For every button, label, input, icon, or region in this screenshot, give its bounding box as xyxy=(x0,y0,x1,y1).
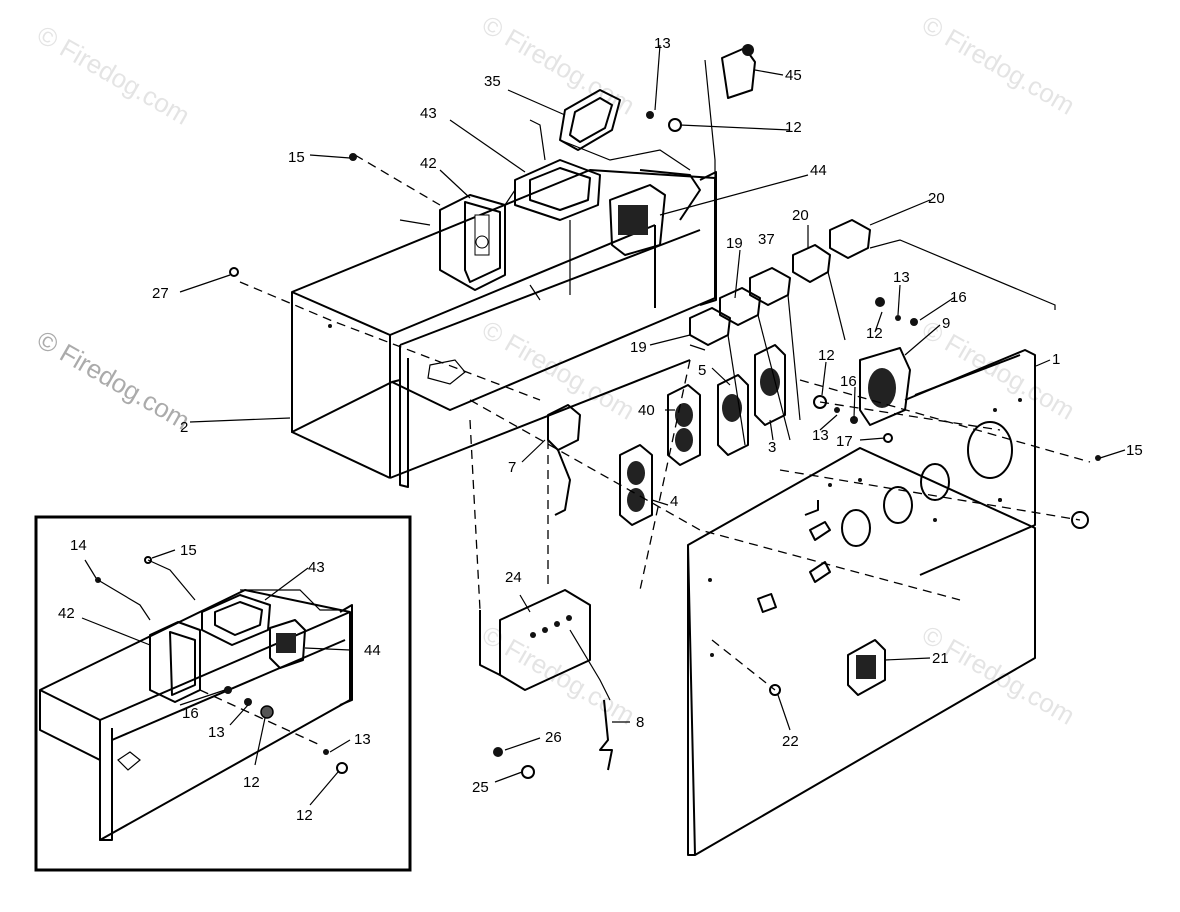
front-panel xyxy=(687,447,1036,856)
inset-detail: 14 15 42 43 44 16 13 12 13 12 xyxy=(34,515,412,872)
callout-22: 22 xyxy=(782,733,799,750)
inset-callout-13: 13 xyxy=(208,724,225,741)
watermark: © Firedog.com xyxy=(32,324,195,435)
callout-15: 15 xyxy=(288,149,305,166)
component-44 xyxy=(609,169,701,256)
callout-7: 7 xyxy=(508,459,516,476)
callout-13: 13 xyxy=(893,269,910,286)
callout-12: 12 xyxy=(866,325,883,342)
board-part-24 xyxy=(479,589,611,701)
inset-callout-12: 12 xyxy=(243,774,260,791)
inset-callout-16: 16 xyxy=(182,705,199,722)
callout-19: 19 xyxy=(726,235,743,252)
inset-callout-12: 12 xyxy=(296,807,313,824)
leader-lines xyxy=(179,44,1126,783)
callout-1: 1 xyxy=(1052,351,1060,368)
inset-callout-44: 44 xyxy=(364,642,381,659)
callout-26: 26 xyxy=(545,729,562,746)
watermark: © Firedog.com xyxy=(32,19,195,130)
component-42 xyxy=(439,194,506,291)
callout-4: 4 xyxy=(670,493,678,510)
callout-25: 25 xyxy=(472,779,489,796)
callout-45: 45 xyxy=(785,67,802,84)
watermark: © Firedog.com xyxy=(477,9,640,120)
wiring xyxy=(239,59,716,401)
inset-callout-13: 13 xyxy=(354,731,371,748)
switch-part-21 xyxy=(847,639,886,696)
callout-16: 16 xyxy=(840,373,857,390)
callout-24: 24 xyxy=(505,569,522,586)
callout-20: 20 xyxy=(792,207,809,224)
plugs xyxy=(689,219,1056,446)
probe-part-8 xyxy=(599,699,613,771)
callout-8: 8 xyxy=(636,714,644,731)
callout-16: 16 xyxy=(950,289,967,306)
callout-12: 12 xyxy=(818,347,835,364)
callout-44: 44 xyxy=(810,162,827,179)
part-9 xyxy=(859,347,911,426)
watermark: © Firedog.com xyxy=(917,9,1080,120)
housing-part-2 xyxy=(291,169,717,488)
hardware xyxy=(229,111,1101,779)
callout-13: 13 xyxy=(654,35,671,52)
component-43 xyxy=(514,159,601,221)
callout-2: 2 xyxy=(180,419,188,436)
callout-40: 40 xyxy=(638,402,655,419)
callout-17: 17 xyxy=(836,433,853,450)
callout-19: 19 xyxy=(630,339,647,356)
inset-callout-15: 15 xyxy=(180,542,197,559)
callout-9: 9 xyxy=(942,315,950,332)
callout-20: 20 xyxy=(928,190,945,207)
callout-5: 5 xyxy=(698,362,706,379)
callout-labels: 1 2 3 4 5 7 8 9 12 12 12 13 13 13 15 15 … xyxy=(152,35,1143,796)
callout-21: 21 xyxy=(932,650,949,667)
inset-callout-14: 14 xyxy=(70,537,87,554)
watermark: © Firedog.com xyxy=(917,619,1080,730)
explosion-lines xyxy=(469,359,1091,691)
callout-13: 13 xyxy=(812,427,829,444)
callout-42: 42 xyxy=(420,155,437,172)
callout-43: 43 xyxy=(420,105,437,122)
callout-27: 27 xyxy=(152,285,169,302)
inset-callout-42: 42 xyxy=(58,605,75,622)
callout-35: 35 xyxy=(484,73,501,90)
inset-callout-43: 43 xyxy=(308,559,325,576)
callout-15: 15 xyxy=(1126,442,1143,459)
receptacles xyxy=(619,344,786,526)
callout-12: 12 xyxy=(785,119,802,136)
part-45 xyxy=(721,44,756,99)
callout-37: 37 xyxy=(758,231,775,248)
callout-3: 3 xyxy=(768,439,776,456)
